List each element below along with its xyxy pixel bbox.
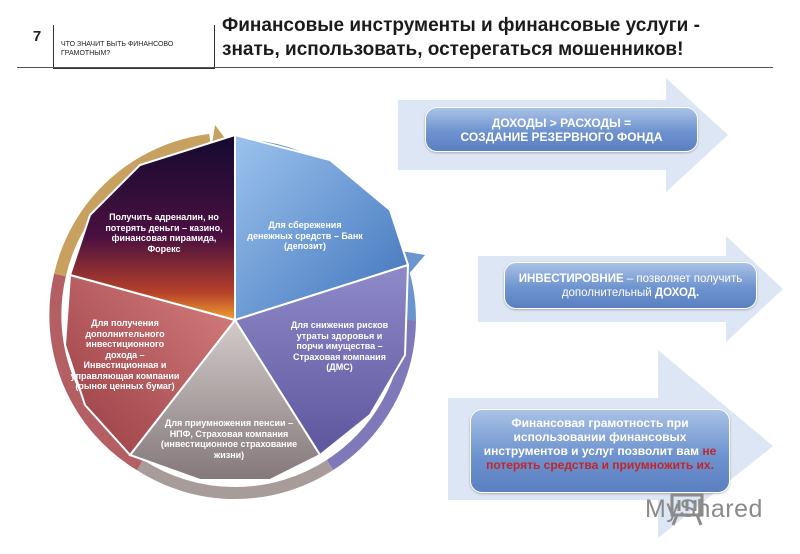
title-line-2: знать, использовать, остерегаться мошенн… — [222, 39, 684, 60]
title-line-1: Финансовые инструменты и финансовые услу… — [222, 15, 700, 36]
callout-reserve-fund: ДОХОДЫ > РАСХОДЫ = СОЗДАНИЕ РЕЗЕРВНОГО Ф… — [425, 107, 698, 152]
callout-1-line-1: ДОХОДЫ > РАСХОДЫ = — [491, 116, 632, 130]
callout-literacy: Финансовая грамотность при использовании… — [470, 409, 730, 493]
segment-investment-label: Для получения дополнительного инвестицио… — [70, 318, 180, 391]
callout-investing: ИНВЕСТИРОВНИЕ – позволяет получить допол… — [504, 262, 757, 309]
rim-gold — [54, 134, 211, 277]
callout-2-bold-1: ИНВЕСТИРОВНИЕ — [518, 273, 624, 285]
segment-insurance-label: Для снижения рисков утраты здоровья и по… — [290, 320, 389, 372]
presentation-logo-icon — [670, 493, 704, 526]
callout-3-text: Финансовая грамотность при использовании… — [483, 416, 703, 458]
slide-number: 7 — [32, 28, 42, 45]
segment-pension-label: Для приумножения пенсии – НПФ, Страховая… — [160, 418, 298, 460]
segment-risk — [68, 133, 236, 322]
rim-purple — [326, 319, 416, 471]
callout-1-line-2: СОЗДАНИЕ РЕЗЕРВНОГО ФОНДА — [460, 130, 663, 144]
rim-red — [49, 273, 144, 471]
financial-instruments-wheel — [49, 125, 425, 499]
watermark-text: MyShared — [645, 495, 763, 523]
callout-3-red-text: не потерять средства и приумножить их. — [486, 444, 717, 472]
segment-risk-label: Получить адреналин, но потерять деньги –… — [105, 212, 223, 254]
rim-gray — [136, 459, 334, 499]
header-divider — [17, 67, 773, 68]
callout-2-text: – позволяет получить дополнительный — [561, 273, 743, 299]
section-label: ЧТО ЗНАЧИТ БЫТЬ ФИНАНСОВО ГРАМОТНЫМ? — [61, 41, 174, 57]
segment-bank-label: Для сбережения денежных средств – Банк (… — [247, 220, 363, 251]
callout-2-bold-2: ДОХОД. — [654, 287, 700, 299]
section-label-box — [53, 25, 215, 69]
page-title: Финансовые инструменты и финансовые услу… — [222, 14, 782, 62]
